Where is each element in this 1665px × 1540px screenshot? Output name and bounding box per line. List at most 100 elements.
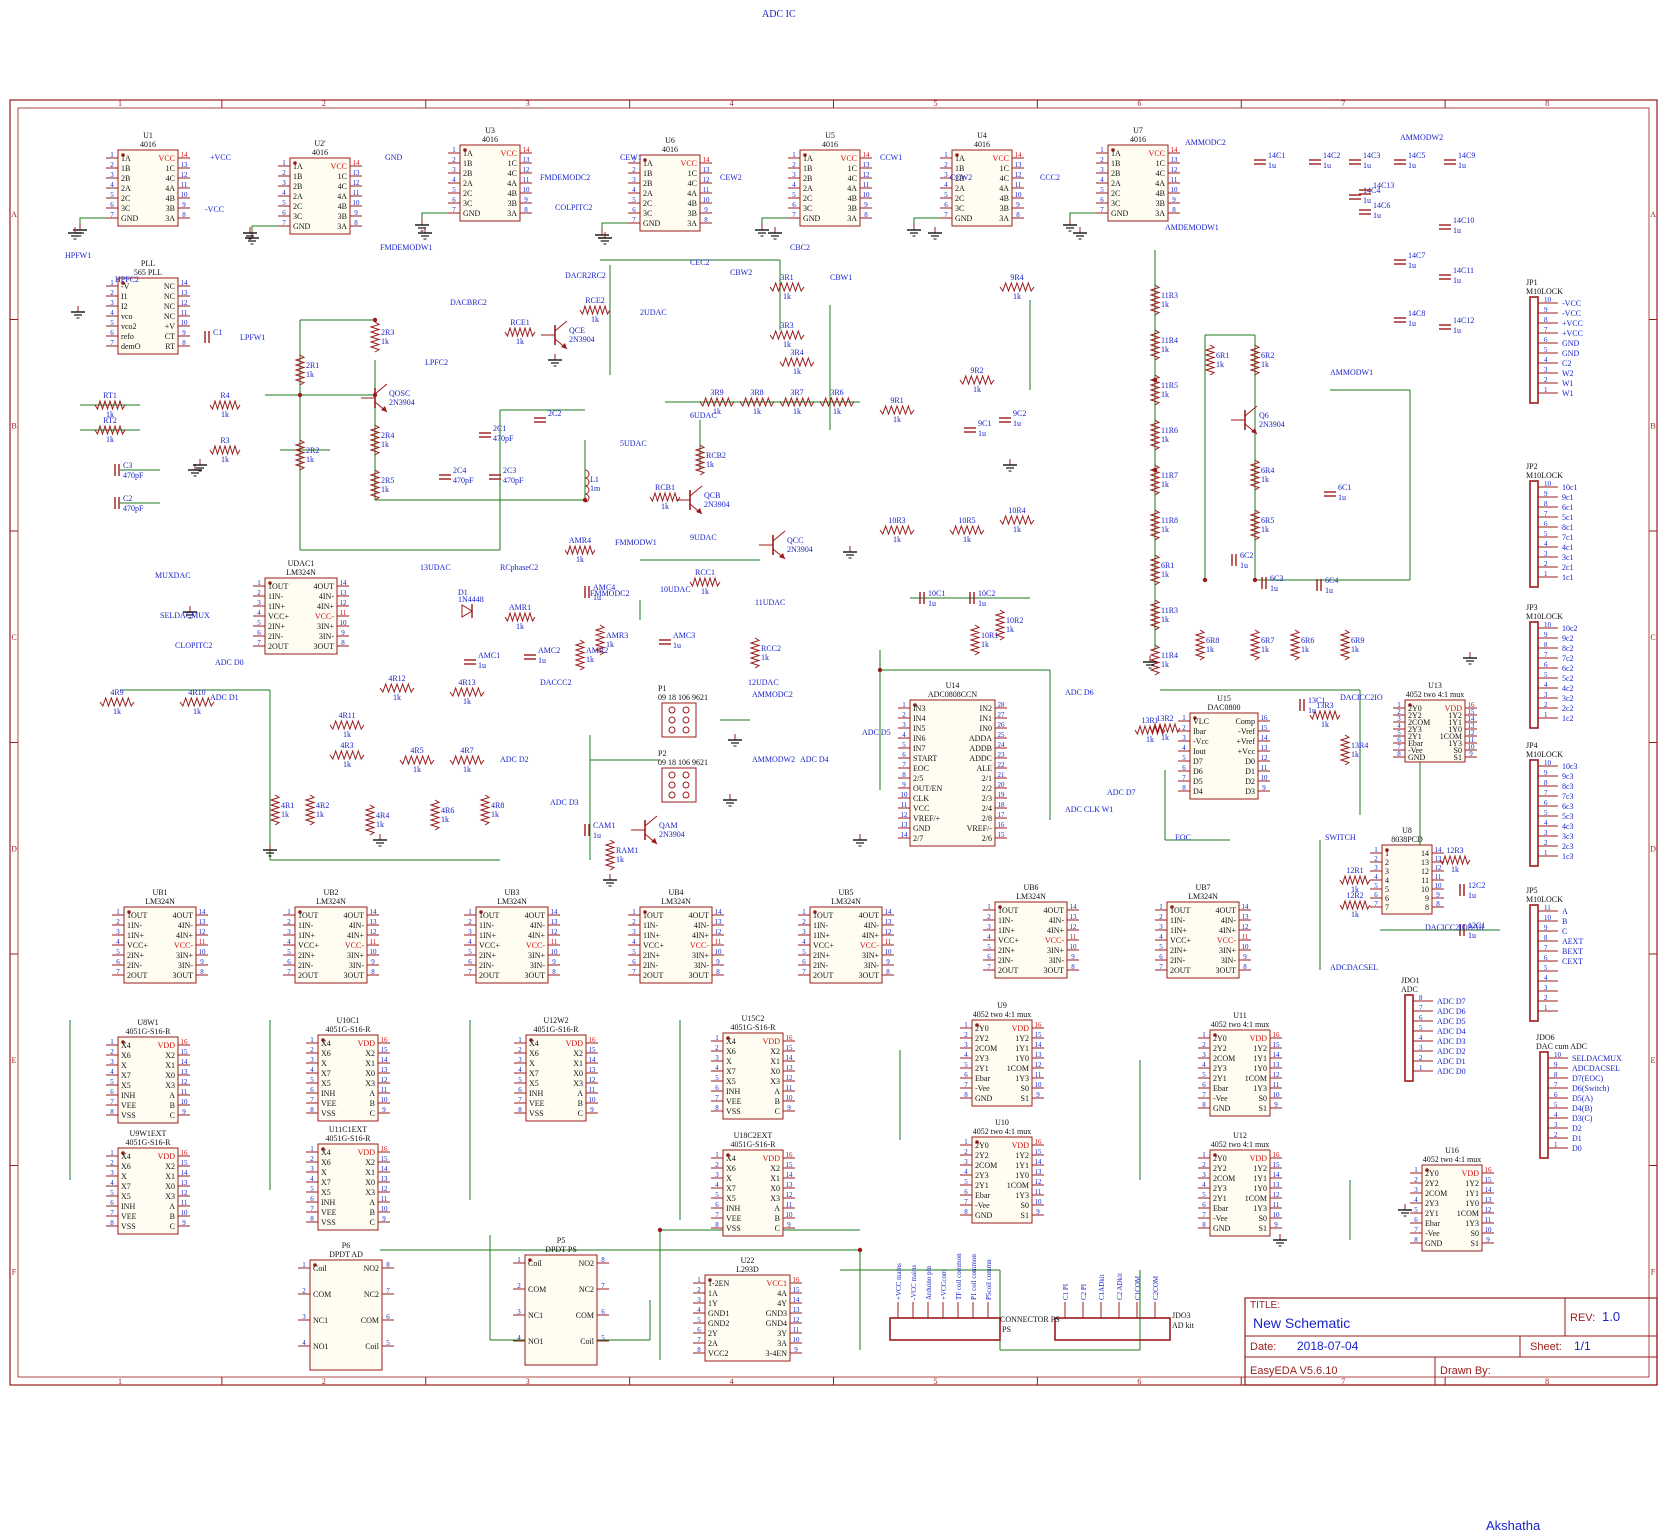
pin-number: 14 [703, 156, 711, 164]
ic-part: 4051G-S16-R [534, 1025, 580, 1034]
pin-number: 3 [802, 928, 806, 936]
net-label: HPFW1 [65, 251, 91, 260]
pin-name: 3A [337, 222, 347, 231]
pin-name: 2Y1 [975, 1181, 989, 1190]
pin-name: X0 [365, 1178, 375, 1187]
pin-number: 5 [1374, 882, 1378, 890]
pin-number: 4 [302, 1339, 306, 1347]
pin-name: 4A [999, 184, 1009, 193]
pin-name: 4IN+ [862, 931, 879, 940]
pin-name: X3 [770, 1077, 780, 1086]
ic-part: LM324N [661, 897, 691, 906]
pin-name: 4B [1000, 194, 1009, 203]
pin-name: VSS [321, 1218, 336, 1227]
pin-number: 7 [715, 1094, 719, 1102]
frame-row-label: D [11, 844, 17, 853]
pin1-marker [121, 281, 125, 285]
pin-name: 3IN- [694, 961, 709, 970]
pin-number: 6 [1544, 954, 1548, 962]
ic-u12w2: U12W24051G-S16-RX41X62X3X74X55INH6VEE7VS… [514, 1016, 598, 1122]
pin-name: 3OUT [344, 971, 365, 980]
pin-number: 6 [1414, 1216, 1418, 1224]
net-label: FMDEMODC2 [540, 173, 590, 182]
resistor-ref: 11R6 [1161, 426, 1178, 435]
pin-name: 1IN- [479, 921, 494, 930]
pin-number: 6 [110, 329, 114, 337]
pin-name: -Vcc [1193, 737, 1209, 746]
pin-number: 6 [1397, 736, 1401, 744]
frame-column-label: 8 [1545, 99, 1549, 108]
ic-ref: U6 [665, 136, 675, 145]
pin-number: 9 [341, 629, 345, 637]
pin-name: 1COM [1245, 1074, 1267, 1083]
pin1-marker [1111, 148, 1115, 152]
resistor-body [329, 749, 365, 761]
pin-number: 11 [1070, 933, 1077, 941]
pin-name: VLC [1193, 717, 1209, 726]
frame-row-label: C [11, 633, 16, 642]
pin-number: 5 [1544, 809, 1548, 817]
pin-number: 10 [551, 948, 559, 956]
pin-name: 2Y [708, 1329, 718, 1338]
sheet-label: Sheet: [1530, 1341, 1562, 1353]
pin-number: 7 [1544, 651, 1548, 659]
pin-number: 8 [182, 339, 186, 347]
pin-number: 4 [1182, 744, 1186, 752]
pin-number: 4 [282, 189, 286, 197]
cap-value: 1u [1408, 261, 1416, 270]
pin-number: 16 [1035, 1021, 1043, 1029]
resistor-value: 1k [1161, 660, 1169, 669]
resistor-body [949, 524, 985, 536]
resistor-ref: 4R3 [340, 741, 353, 750]
pin-name: 3OUT [1216, 966, 1237, 975]
pin-label: D6(Switch) [1572, 1084, 1610, 1093]
pin-number: 15 [793, 1286, 801, 1294]
ground-symbol [548, 354, 562, 367]
pin1-marker [726, 1036, 730, 1040]
pin-number: 12 [863, 171, 871, 179]
frame-column-label: 4 [730, 99, 734, 108]
pin-name: VDD [566, 1039, 584, 1048]
pin-name: INH [121, 1202, 135, 1211]
pin-number: 2 [110, 161, 114, 169]
pin-name: D5 [1193, 777, 1203, 786]
pin-number: 13 [1468, 722, 1476, 730]
ic-body [909, 699, 996, 847]
pin-name: 4 [1385, 876, 1389, 885]
net-label: HPFC2 [115, 275, 139, 284]
pin-number: 9 [371, 958, 375, 966]
cap-value: 1u [1453, 326, 1461, 335]
pin-name: NC2 [579, 1285, 594, 1294]
connector-pin [682, 771, 690, 779]
pin-name: VEE [121, 1212, 137, 1221]
ic-part: 565 PLL [134, 268, 162, 277]
ic-ref: UB5 [838, 888, 853, 897]
ic-body [117, 1036, 179, 1124]
pin-number: 6 [257, 629, 261, 637]
cap-value: 1u [1338, 493, 1346, 502]
pin-name: EOC [913, 764, 929, 773]
pin-name: 2/6 [982, 834, 992, 843]
resistor-ref: RCE1 [510, 318, 530, 327]
pin-number: 5 [110, 191, 114, 199]
pin-number: 7 [1182, 774, 1186, 782]
ic-body [317, 1143, 379, 1231]
pin-name: GND [1111, 209, 1129, 218]
pin-name: D2 [1245, 777, 1255, 786]
resistor-body [364, 804, 376, 836]
resistor-value: 1k [616, 855, 624, 864]
pin-name: 2OUT [268, 642, 289, 651]
pin-number: 2 [517, 1282, 521, 1290]
pin-label: +VCC [1562, 319, 1583, 328]
resistor-ref: AMR1 [509, 603, 531, 612]
resistor-ref: 4R9 [110, 688, 123, 697]
pin-number: 3 [964, 1158, 968, 1166]
